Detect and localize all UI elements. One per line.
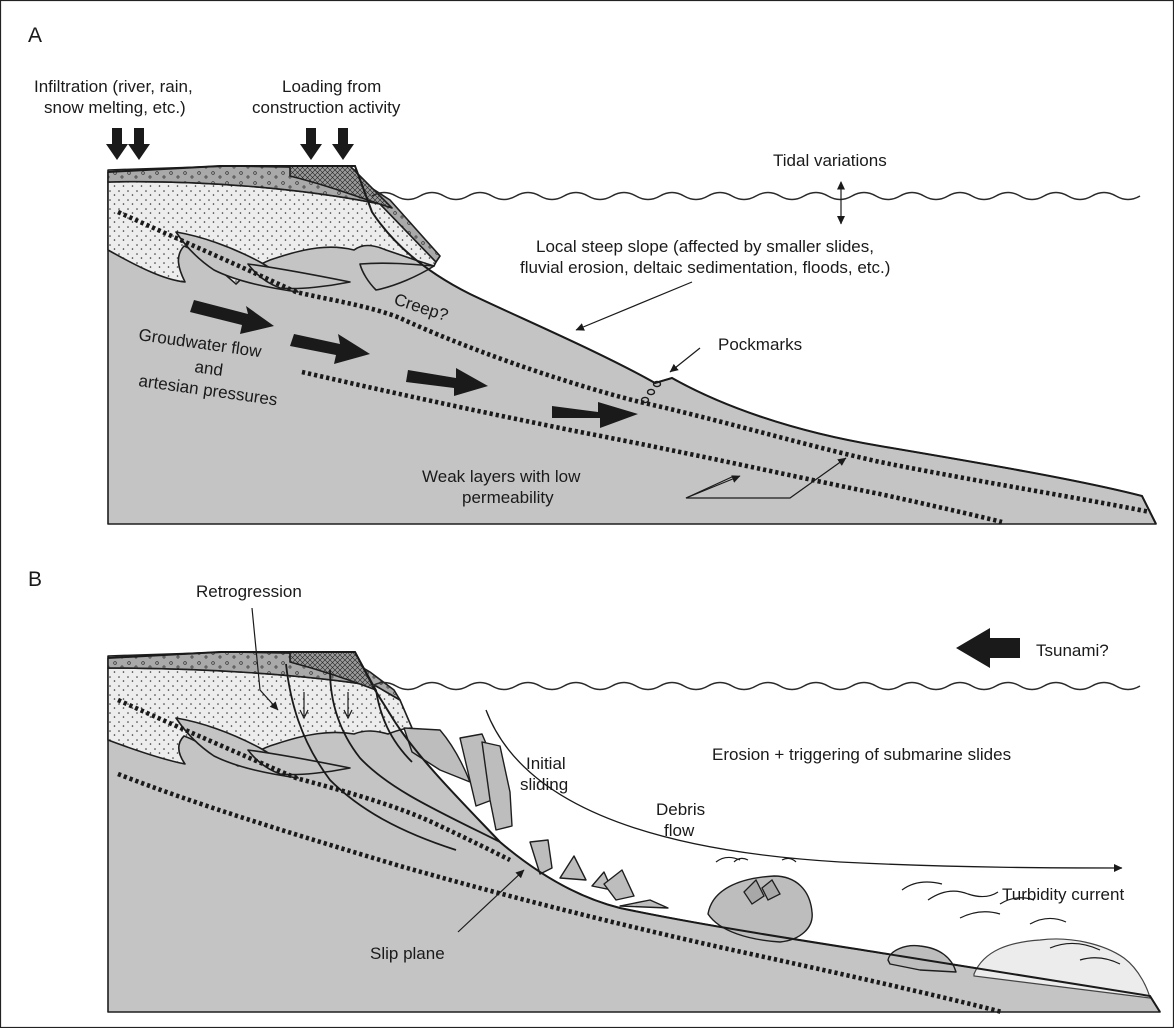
initial-sliding-label-line-2: sliding [520, 775, 568, 794]
retrogression-scarp-3 [375, 689, 413, 763]
debris-flow-label-line-2: flow [664, 821, 695, 840]
initial-sliding-block-1 [403, 727, 471, 783]
steep-slope-leader [575, 281, 693, 331]
debris-flow-rock-1 [743, 878, 765, 905]
slip-plane-leader [457, 869, 525, 933]
tsunami-arrow [956, 628, 1020, 668]
panel-b: B [28, 568, 1161, 1015]
erosion-label: Erosion + triggering of submarine slides [712, 745, 1011, 764]
turbidity-swirls [901, 881, 1121, 965]
debris-blocks [529, 839, 669, 909]
panel-b-surface-line [107, 651, 1161, 1013]
initial-sliding-label-line-1: Initial [526, 754, 566, 773]
steep-slope-label-line-1: Local steep slope (affected by smaller s… [536, 237, 874, 256]
weak-layer-leaders [685, 457, 847, 499]
debris-flow-lines [715, 856, 797, 863]
groundwater-flow-arrows [190, 300, 638, 428]
retrogression-scarp-1 [285, 663, 457, 851]
panel-b-letter: B [28, 568, 42, 591]
weak-layer-label-line-2: permeability [462, 488, 554, 507]
panel-a-weak-layer-lower [301, 369, 1003, 525]
retrogression-label: Retrogression [196, 582, 302, 601]
panel-a: A [28, 24, 1157, 525]
panel-a-weak-layer-upper [117, 209, 1151, 515]
debris-flow-mass [707, 875, 813, 943]
loading-label-line-2: construction activity [252, 98, 401, 117]
panel-a-letter: A [28, 24, 42, 47]
loading-arrows [300, 128, 354, 160]
weak-layer-leader-2 [685, 475, 741, 499]
panel-a-tongue-3 [359, 262, 435, 291]
weak-layer-label-line-1: Weak layers with low [422, 467, 581, 486]
pockmarks-leader [669, 347, 701, 373]
turbidity-current-label: Turbidity current [1002, 885, 1124, 904]
infiltration-arrows [106, 128, 150, 160]
infiltration-label-line-2: snow melting, etc.) [44, 98, 186, 117]
loading-label-line-1: Loading from [282, 77, 381, 96]
infiltration-label-line-1: Infiltration (river, rain, [34, 77, 193, 96]
retrogression-leader [251, 607, 279, 711]
retrogression-scarp-2 [329, 669, 501, 843]
pockmarks-marks [640, 380, 662, 404]
groundwater-label-line-2: and [193, 357, 224, 380]
panel-a-sea-surface [371, 191, 1141, 201]
panel-b-weak-layer-lower [117, 771, 1003, 1015]
turbidity-mass [973, 938, 1151, 999]
panel-a-surface-line [107, 165, 1157, 525]
debris-flow-rock-2 [761, 879, 781, 901]
tidal-label: Tidal variations [773, 151, 887, 170]
turbidity-current-arrow [485, 709, 1123, 872]
slip-plane-label: Slip plane [370, 944, 445, 963]
panel-b-sea-surface [371, 681, 1141, 691]
tsunami-label: Tsunami? [1036, 641, 1109, 660]
scarp-arrows [299, 692, 353, 720]
pockmarks-label: Pockmarks [718, 335, 802, 354]
debris-flow-label-line-1: Debris [656, 800, 705, 819]
steep-slope-label-line-2: fluvial erosion, deltaic sedimentation, … [520, 258, 890, 277]
initial-sliding-block-3 [481, 741, 513, 831]
